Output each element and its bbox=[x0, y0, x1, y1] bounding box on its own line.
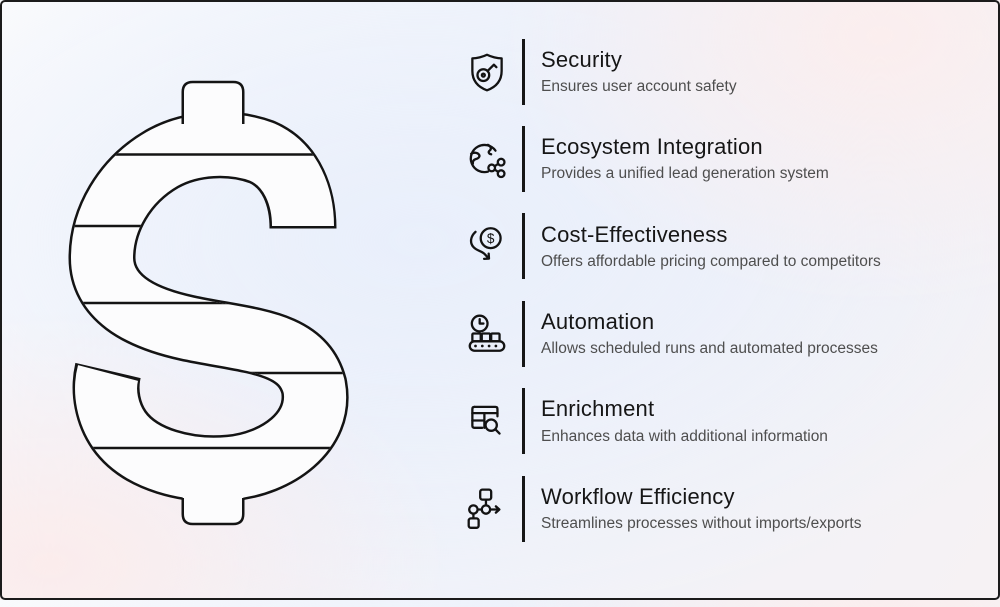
feature-title: Security bbox=[541, 46, 623, 72]
vertical-divider bbox=[522, 300, 525, 367]
svg-text:$: $ bbox=[487, 231, 495, 246]
feature-item-security: Security Ensures user account safety bbox=[464, 28, 984, 115]
feature-item-cost-effectiveness: $ Cost-Effectiveness Offers affordable p… bbox=[464, 203, 984, 290]
dollar-top-tab bbox=[182, 82, 244, 136]
dollar-body bbox=[70, 113, 347, 500]
feature-title: Ecosystem Integration bbox=[541, 134, 763, 160]
vertical-divider bbox=[522, 213, 525, 280]
feature-title: Automation bbox=[541, 308, 655, 334]
feature-description: Streamlines processes without imports/ex… bbox=[541, 515, 862, 532]
feature-title: Workflow Efficiency bbox=[541, 483, 735, 509]
dollar-sign-illustration bbox=[2, 2, 422, 602]
clock-conveyor-icon bbox=[464, 311, 510, 357]
table-magnifier-icon bbox=[464, 398, 510, 444]
dollar-bottom-tab bbox=[182, 490, 244, 524]
vertical-divider bbox=[522, 38, 525, 105]
dollar-sign-svg bbox=[57, 80, 367, 526]
vertical-divider bbox=[522, 126, 525, 193]
dollar-stripes bbox=[57, 153, 367, 450]
flowchart-arrow-icon bbox=[464, 486, 510, 532]
feature-title: Enrichment bbox=[541, 396, 655, 422]
vertical-divider bbox=[522, 388, 525, 455]
shield-key-icon bbox=[464, 49, 510, 95]
vertical-divider bbox=[522, 475, 525, 542]
dollar-top-tab-outline bbox=[181, 80, 245, 124]
dollar-bottom-tab-outline bbox=[181, 498, 245, 526]
feature-description: Offers affordable pricing compared to co… bbox=[541, 252, 881, 270]
coin-discount-icon: $ bbox=[464, 223, 510, 269]
globe-network-icon bbox=[464, 136, 510, 182]
feature-description: Ensures user account safety bbox=[541, 78, 737, 96]
feature-description: Provides a unified lead generation syste… bbox=[541, 165, 829, 183]
feature-item-ecosystem-integration: Ecosystem Integration Provides a unified… bbox=[464, 115, 984, 202]
feature-item-workflow-efficiency: Workflow Efficiency Streamlines processe… bbox=[464, 465, 984, 552]
feature-description: Allows scheduled runs and automated proc… bbox=[541, 340, 878, 358]
feature-list: Security Ensures user account safety Eco… bbox=[464, 28, 984, 552]
feature-title: Cost-Effectiveness bbox=[541, 221, 728, 247]
feature-item-automation: Automation Allows scheduled runs and aut… bbox=[464, 290, 984, 377]
feature-description: Enhances data with additional informatio… bbox=[541, 427, 828, 445]
feature-item-enrichment: Enrichment Enhances data with additional… bbox=[464, 378, 984, 465]
